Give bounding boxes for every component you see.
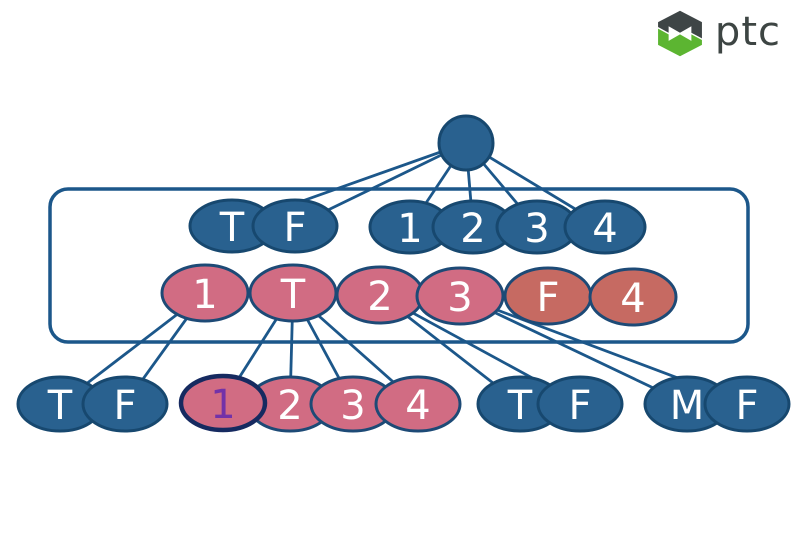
node-label: F (283, 205, 306, 251)
node-label: M (670, 383, 705, 429)
node-ellipse (437, 114, 495, 172)
node-F: F (81, 375, 169, 433)
node-label: 1 (210, 382, 235, 428)
node-1: 1 (160, 263, 250, 323)
node-root (437, 114, 495, 172)
node-1: 1 (178, 373, 268, 433)
node-label: 3 (524, 206, 549, 252)
node-ellipse (374, 375, 462, 433)
node-T: T (476, 375, 564, 433)
ptc-mark-green-icon (657, 28, 702, 57)
node-label: 2 (277, 383, 302, 429)
node-label: 4 (620, 276, 645, 322)
node-ellipse (415, 266, 505, 326)
node-T: T (248, 263, 338, 323)
node-3: 3 (309, 375, 397, 433)
node-label: 2 (367, 274, 392, 320)
node-label: 4 (405, 383, 430, 429)
node-4: 4 (374, 375, 462, 433)
node-F: F (536, 375, 624, 433)
node-label: 4 (592, 206, 617, 252)
node-label: T (280, 272, 306, 318)
node-label: T (47, 383, 73, 429)
node-ellipse (178, 373, 268, 433)
node-label: F (568, 383, 591, 429)
node-label: 1 (397, 206, 422, 252)
node-ellipse (160, 263, 250, 323)
node-label: 1 (192, 272, 217, 318)
node-4: 4 (588, 267, 678, 327)
edge-m3-bM (459, 294, 688, 406)
node-ellipse (563, 199, 647, 255)
node-F: F (251, 198, 339, 254)
node-F: F (503, 266, 593, 326)
ptc-logo: ptc (654, 9, 781, 58)
node-label: F (113, 383, 136, 429)
ptc-logo-text: ptc (714, 8, 781, 55)
node-label: F (536, 275, 559, 321)
node-label: 3 (447, 275, 472, 321)
node-label: 2 (460, 206, 485, 252)
node-ellipse (536, 375, 624, 433)
ptc-mark-dark-icon (657, 10, 702, 39)
node-ellipse (81, 375, 169, 433)
node-M: M (643, 375, 731, 433)
node-2: 2 (335, 265, 425, 325)
node-label: F (735, 383, 758, 429)
node-ellipse (588, 267, 678, 327)
node-label: T (219, 205, 245, 251)
node-3: 3 (415, 266, 505, 326)
node-F: F (703, 375, 791, 433)
node-label: 3 (340, 383, 365, 429)
node-ellipse (703, 375, 791, 433)
node-4: 4 (563, 199, 647, 255)
node-ellipse (251, 198, 339, 254)
node-label: T (507, 383, 533, 429)
ptc-hexagon-icon (657, 10, 702, 57)
